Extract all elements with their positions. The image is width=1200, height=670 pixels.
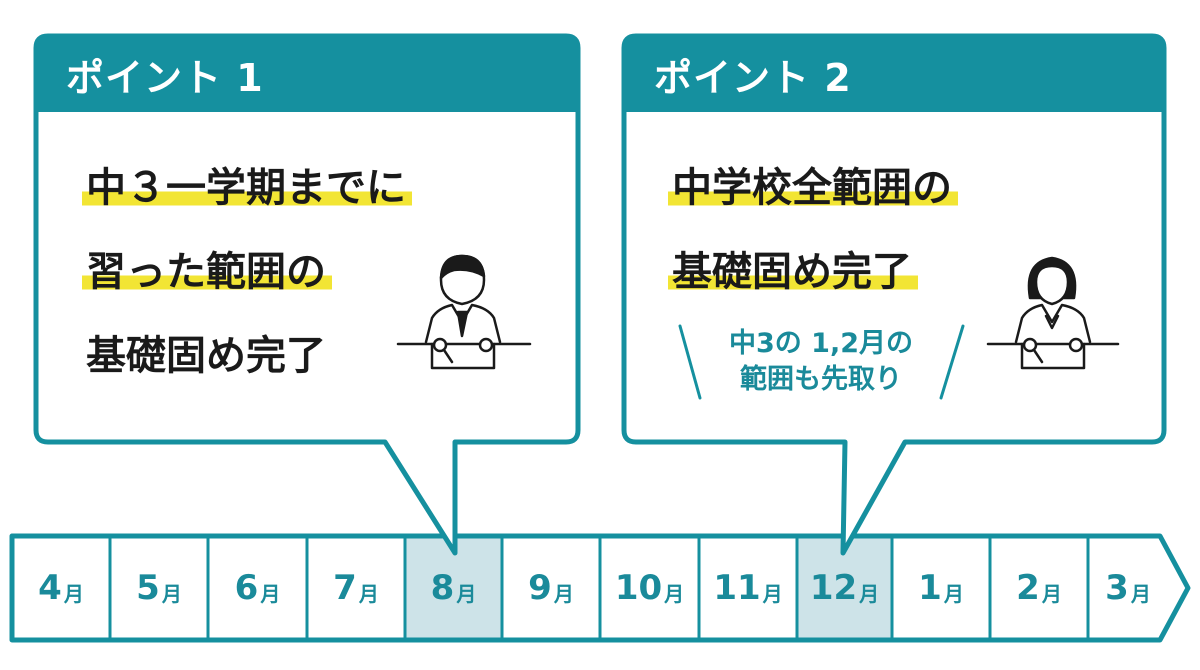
student-at-desk-male-icon <box>396 254 532 370</box>
point2-note: 中3の 1,2月の 範囲も先取り <box>706 326 936 399</box>
point1-header: ポイント 1 <box>36 36 578 112</box>
point1-line-1: 中３一学期までに <box>82 165 412 211</box>
point2-note-line-1: 中3の 1,2月の <box>728 328 914 359</box>
point2-header: ポイント 2 <box>624 36 1164 112</box>
point1-line-2: 習った範囲の <box>82 249 332 295</box>
point2-note-line-2: 範囲も先取り <box>740 364 902 396</box>
timeline <box>9 533 1191 643</box>
point1-title: ポイント 1 <box>66 55 264 100</box>
timeline-arrow-outline <box>9 533 1191 643</box>
point2-line-2: 基礎固め完了 <box>668 249 918 295</box>
student-at-desk-female-icon <box>986 256 1120 370</box>
point1-line-3: 基礎固め完了 <box>86 333 326 379</box>
note-slashes <box>678 324 965 400</box>
timeline-dividers <box>108 536 1090 640</box>
point2-title: ポイント 2 <box>654 55 852 100</box>
point2-line-1: 中学校全範囲の <box>668 165 958 211</box>
